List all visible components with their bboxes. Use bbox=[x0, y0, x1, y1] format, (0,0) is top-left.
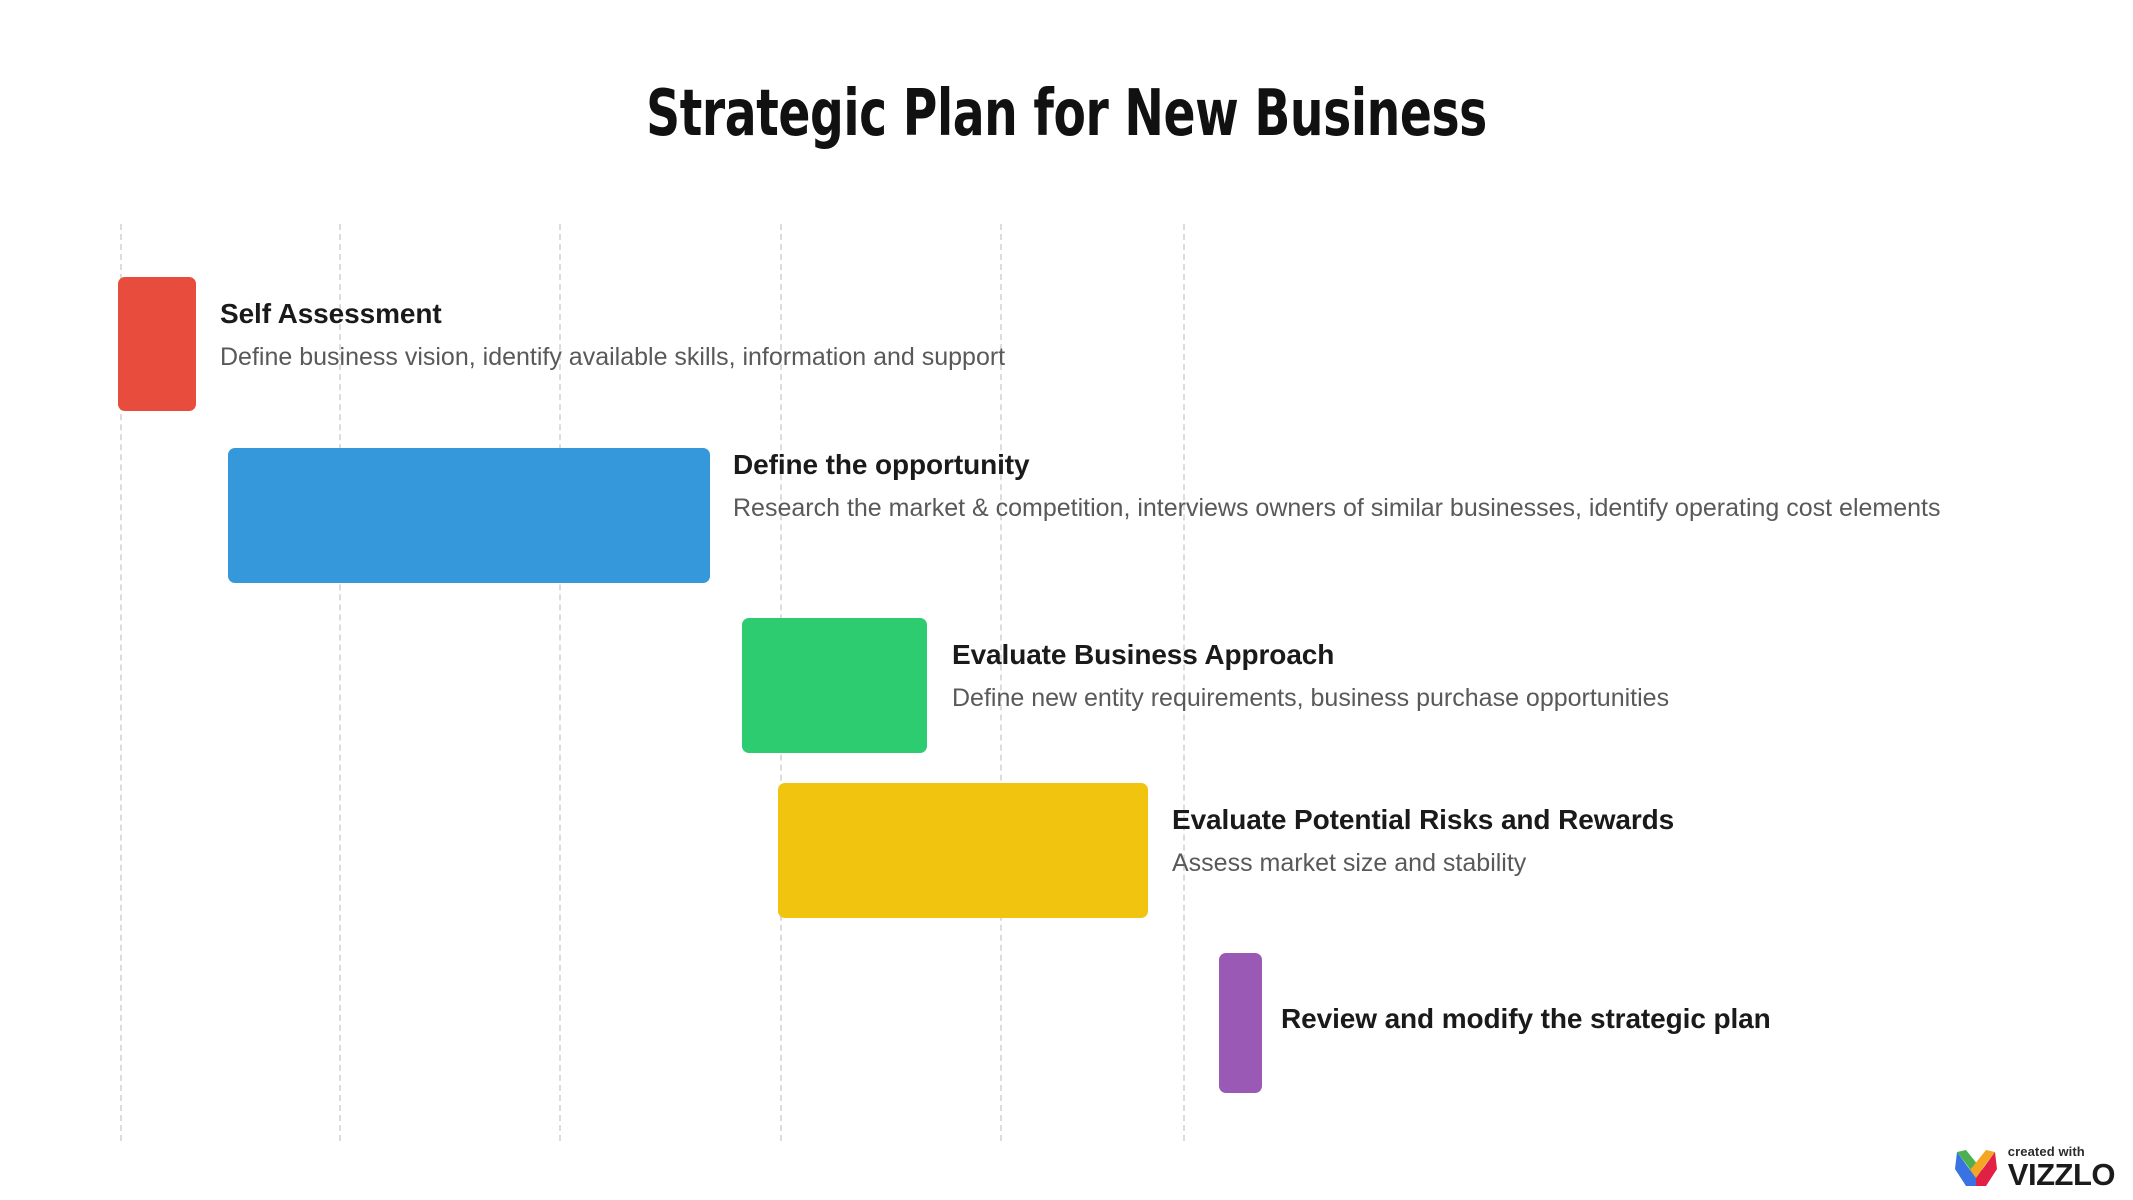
gantt-task-description: Define new entity requirements, business… bbox=[952, 684, 1670, 712]
gantt-task-title: Evaluate Business Approach bbox=[952, 639, 1335, 670]
vizzlo-logo-icon bbox=[1954, 1149, 1997, 1186]
gantt-label: Review and modify the strategic plan bbox=[1281, 1002, 1771, 1036]
gantt-task-title: Self Assessment bbox=[220, 298, 442, 329]
vizzlo-brand-label: VIZZLO bbox=[2007, 1157, 2116, 1192]
gantt-bar[interactable] bbox=[778, 783, 1148, 918]
gantt-task-description: Define business vision, identify availab… bbox=[220, 343, 1006, 371]
vizzlo-created-with-label: created with bbox=[2007, 1144, 2085, 1159]
page-title: Strategic Plan for New Business bbox=[646, 77, 1487, 151]
gantt-bar[interactable] bbox=[1219, 953, 1262, 1093]
vizzlo-wordmark: created with VIZZLO bbox=[2007, 1144, 2116, 1192]
gantt-task-description: Assess market size and stability bbox=[1172, 849, 1527, 877]
gantt-bar[interactable] bbox=[742, 618, 927, 753]
gantt-task-title: Define the opportunity bbox=[733, 449, 1030, 480]
gantt-task-title: Review and modify the strategic plan bbox=[1281, 1003, 1771, 1034]
gantt-bar[interactable] bbox=[118, 277, 196, 411]
gantt-task-description: Research the market & competition, inter… bbox=[733, 494, 1941, 522]
gantt-task-title: Evaluate Potential Risks and Rewards bbox=[1172, 804, 1675, 835]
vizzlo-watermark: created with VIZZLO bbox=[1953, 1144, 2116, 1192]
gantt-bar[interactable] bbox=[228, 448, 710, 583]
